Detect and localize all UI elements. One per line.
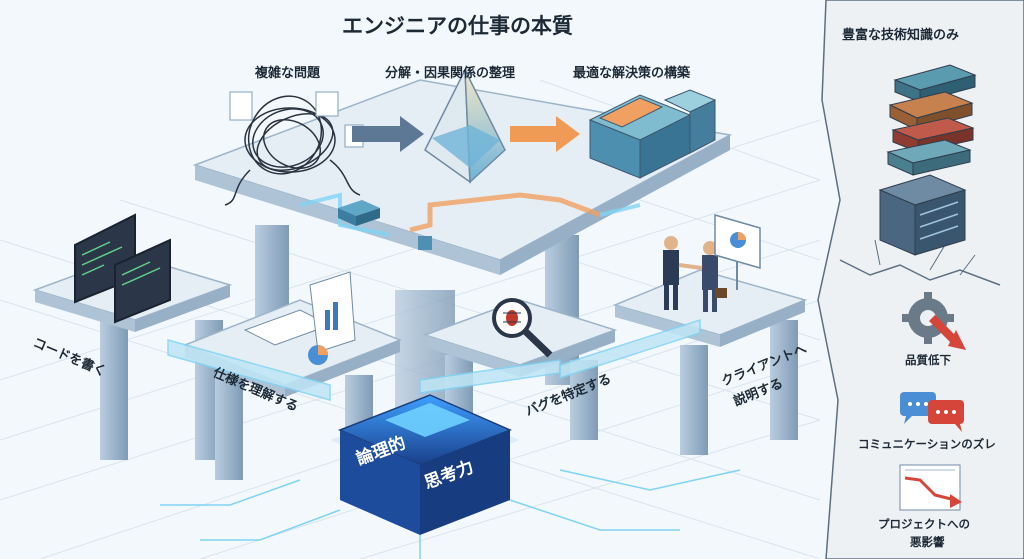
monitor-icon — [74, 213, 171, 324]
core-block — [330, 394, 520, 535]
book-stack-icon — [886, 64, 977, 176]
side-item-project-impact-line2: 悪影響 — [910, 535, 945, 549]
documents-chart-icon — [243, 271, 356, 365]
side-panel-title: 豊富な技術知識のみ — [842, 28, 960, 43]
floating-cubes — [338, 200, 432, 250]
magnifier-bug-icon — [492, 298, 553, 358]
side-item-communication-gap: コミュニケーションのズレ — [858, 437, 996, 451]
speech-bubbles-icon — [900, 392, 964, 432]
solution-blocks-icon — [588, 89, 717, 179]
arrow-right-icon — [352, 116, 424, 152]
page-title: エンジニアの仕事の本質 — [342, 14, 573, 38]
presentation-board-icon — [714, 214, 761, 290]
glowing-bridges — [167, 318, 701, 401]
server-rack-icon — [878, 174, 967, 256]
side-item-project-impact-line1: プロジェクトへの — [878, 517, 970, 531]
circuit-lines — [160, 469, 741, 559]
businessmen-handshake-icon — [663, 236, 727, 312]
label-solution: 最適な解決策の構築 — [573, 66, 691, 81]
label-complex-problem: 複雑な問題 — [255, 66, 321, 81]
label-analysis: 分解・因果関係の整理 — [385, 66, 516, 81]
arrow-right-orange-icon — [510, 116, 580, 152]
gear-broken-icon — [902, 292, 966, 350]
prism-icon — [424, 67, 506, 184]
platform-client — [612, 269, 808, 455]
tangled-problem-icon — [224, 95, 361, 206]
side-item-quality-drop: 品質低下 — [905, 353, 951, 367]
declining-chart-icon — [899, 464, 962, 511]
